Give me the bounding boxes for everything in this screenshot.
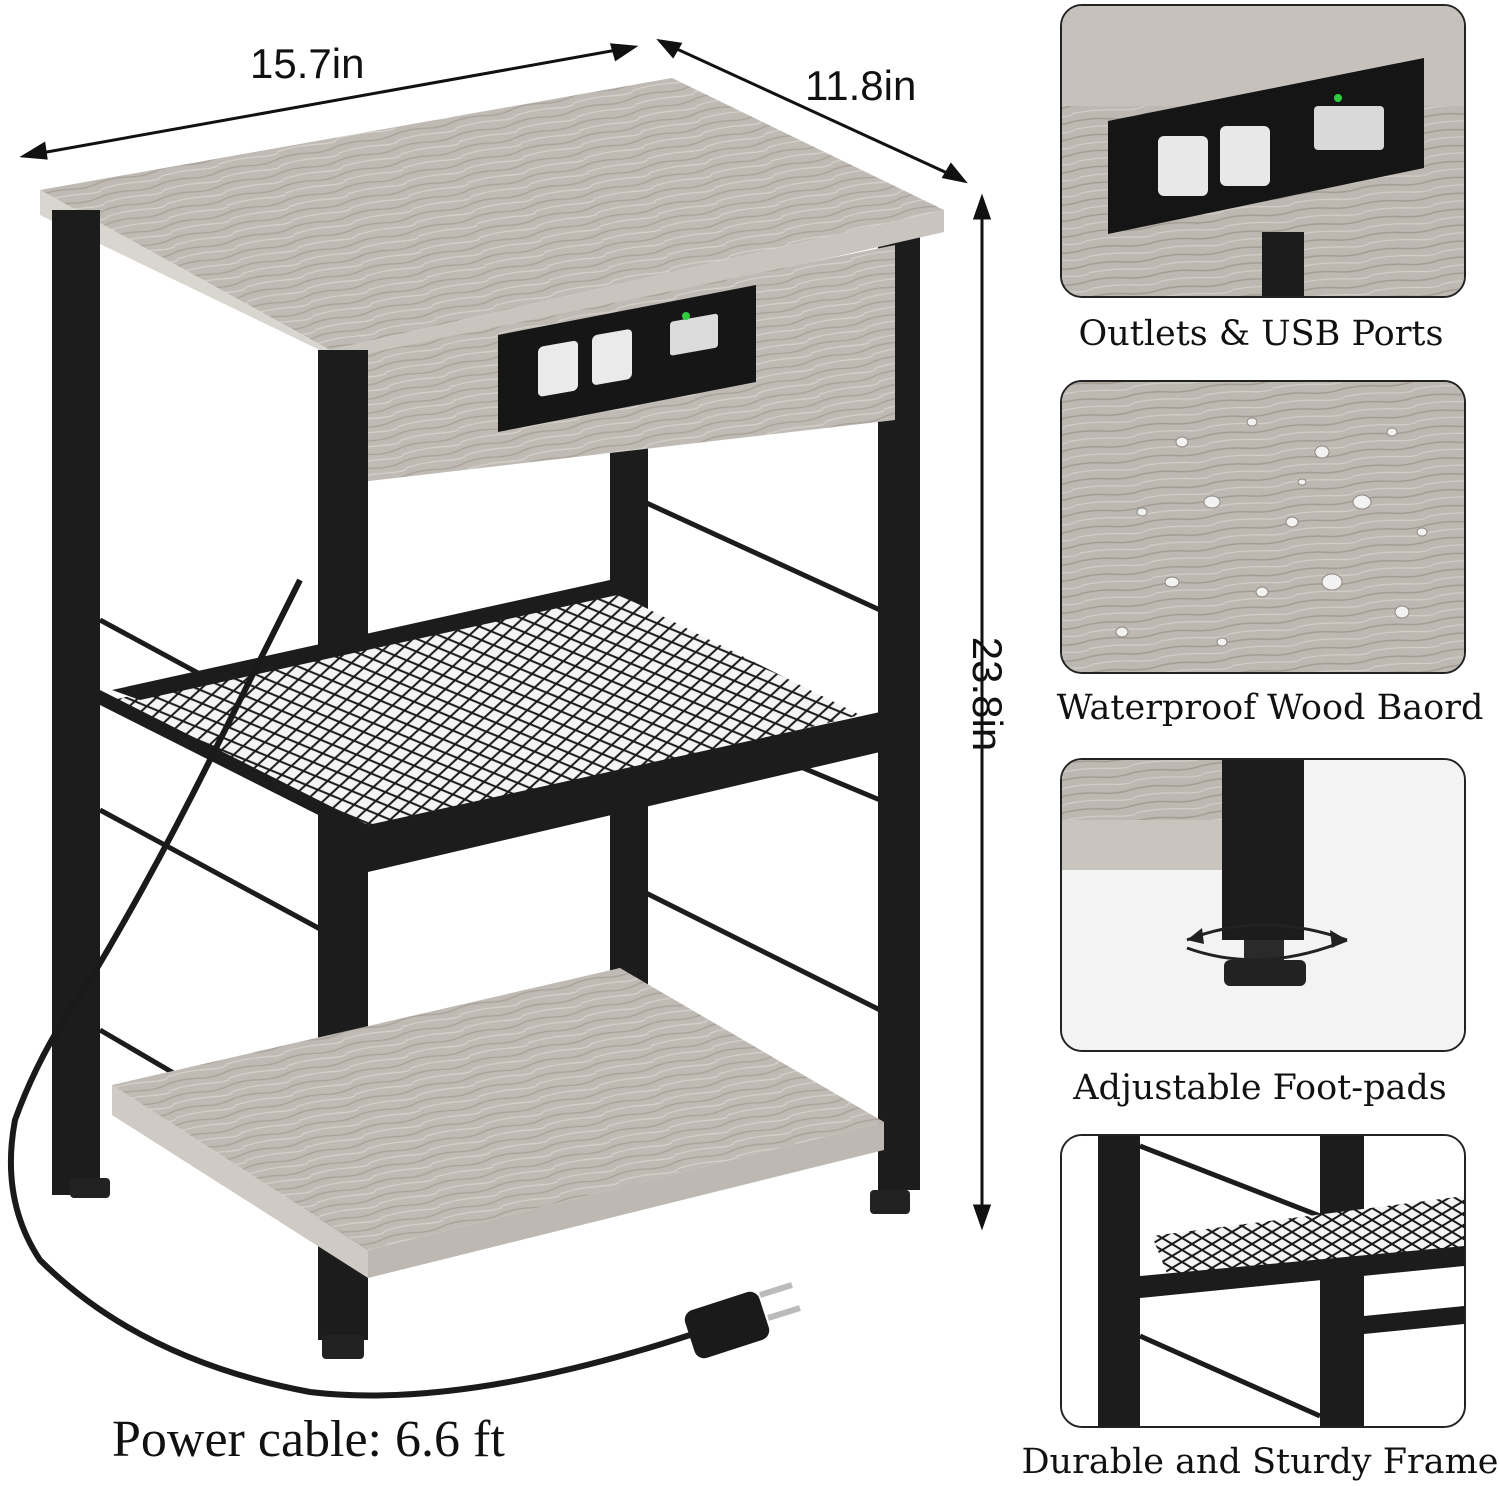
width-dimension-arrow [19, 43, 639, 160]
depth-label: 11.8in [805, 62, 917, 109]
width-label: 15.7in [250, 40, 365, 87]
bottom-shelf [112, 968, 884, 1250]
feature-panel-frame [1060, 1134, 1466, 1428]
feature-caption-frame: Durable and Sturdy Frame [1021, 1442, 1499, 1482]
metal-frame-icon [1062, 1136, 1464, 1426]
feature-panel-waterproof [1060, 380, 1466, 674]
table-top [40, 78, 944, 350]
power-cord [7, 578, 691, 1399]
power-cable-label: Power cable: 6.6 ft [112, 1411, 505, 1468]
feature-panel-outlets [1060, 4, 1466, 298]
feature-caption-footpads: Adjustable Foot-pads [1073, 1068, 1447, 1108]
feature-caption-outlets: Outlets & USB Ports [1078, 314, 1444, 354]
height-dimension-arrow [972, 193, 992, 1231]
outlet-usb-icon [1062, 6, 1464, 296]
power-strip [498, 285, 756, 432]
feature-caption-waterproof: Waterproof Wood Baord [1056, 688, 1484, 728]
depth-dimension-arrow [656, 38, 968, 184]
adjustable-foot-icon [1062, 760, 1464, 1050]
height-label: 23.8in [964, 636, 1012, 752]
water-droplets-icon [1062, 382, 1464, 672]
plug-icon [684, 1282, 801, 1359]
feature-panel-footpads [1060, 758, 1466, 1052]
mesh-shelf [100, 580, 880, 872]
product-illustration [7, 38, 992, 1399]
